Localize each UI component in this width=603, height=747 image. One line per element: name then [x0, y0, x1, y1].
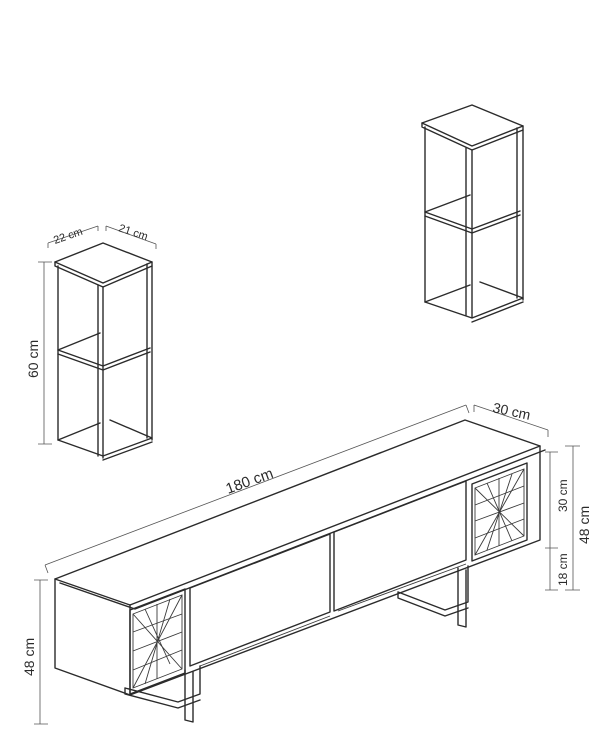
small-shelf-dimension-lines — [38, 225, 157, 445]
small-wall-shelf-left — [54, 242, 153, 461]
tv-unit-depth-label: 30 cm — [491, 399, 532, 423]
small-shelf-depth-label: 22 cm — [52, 226, 84, 247]
small-wall-shelf-right — [421, 104, 524, 323]
tv-unit-height-right-label: 48 cm — [576, 506, 592, 544]
small-shelf-height-label: 60 cm — [25, 340, 41, 378]
tv-unit-length-label: 180 cm — [224, 465, 276, 498]
small-shelf-width-label: 21 cm — [117, 222, 149, 243]
tv-unit-dimension-lines — [34, 404, 580, 725]
tv-unit-height-left-label: 48 cm — [21, 638, 37, 676]
tv-unit — [54, 419, 546, 723]
tv-unit-leg-height-label: 18 cm — [556, 553, 570, 586]
tv-unit-body-height-label: 30 cm — [556, 479, 570, 512]
